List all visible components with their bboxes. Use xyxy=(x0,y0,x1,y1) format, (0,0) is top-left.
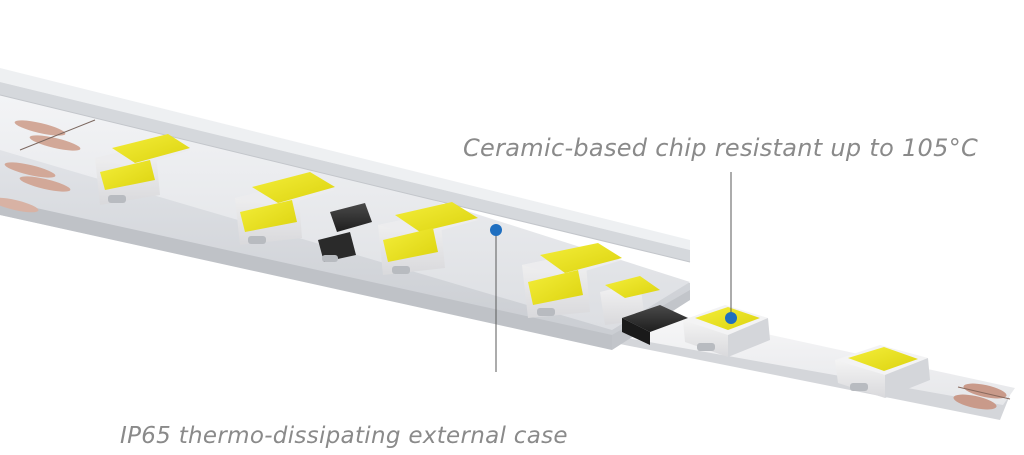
led-chip xyxy=(235,172,335,245)
resistor xyxy=(622,305,688,345)
led-chip xyxy=(522,243,622,318)
copper-traces xyxy=(0,119,96,213)
led-chip xyxy=(835,345,930,398)
case-annotation-label: IP65 thermo-dissipating external case xyxy=(120,423,568,449)
led-chip xyxy=(95,134,190,205)
case-callout-marker xyxy=(490,224,502,236)
led-chip xyxy=(378,202,478,275)
chip-callout-marker xyxy=(725,312,737,324)
bare-led-strip xyxy=(600,313,1015,420)
chip-annotation-label: Ceramic-based chip resistant up to 105°C xyxy=(463,134,979,162)
resistor xyxy=(318,203,372,262)
